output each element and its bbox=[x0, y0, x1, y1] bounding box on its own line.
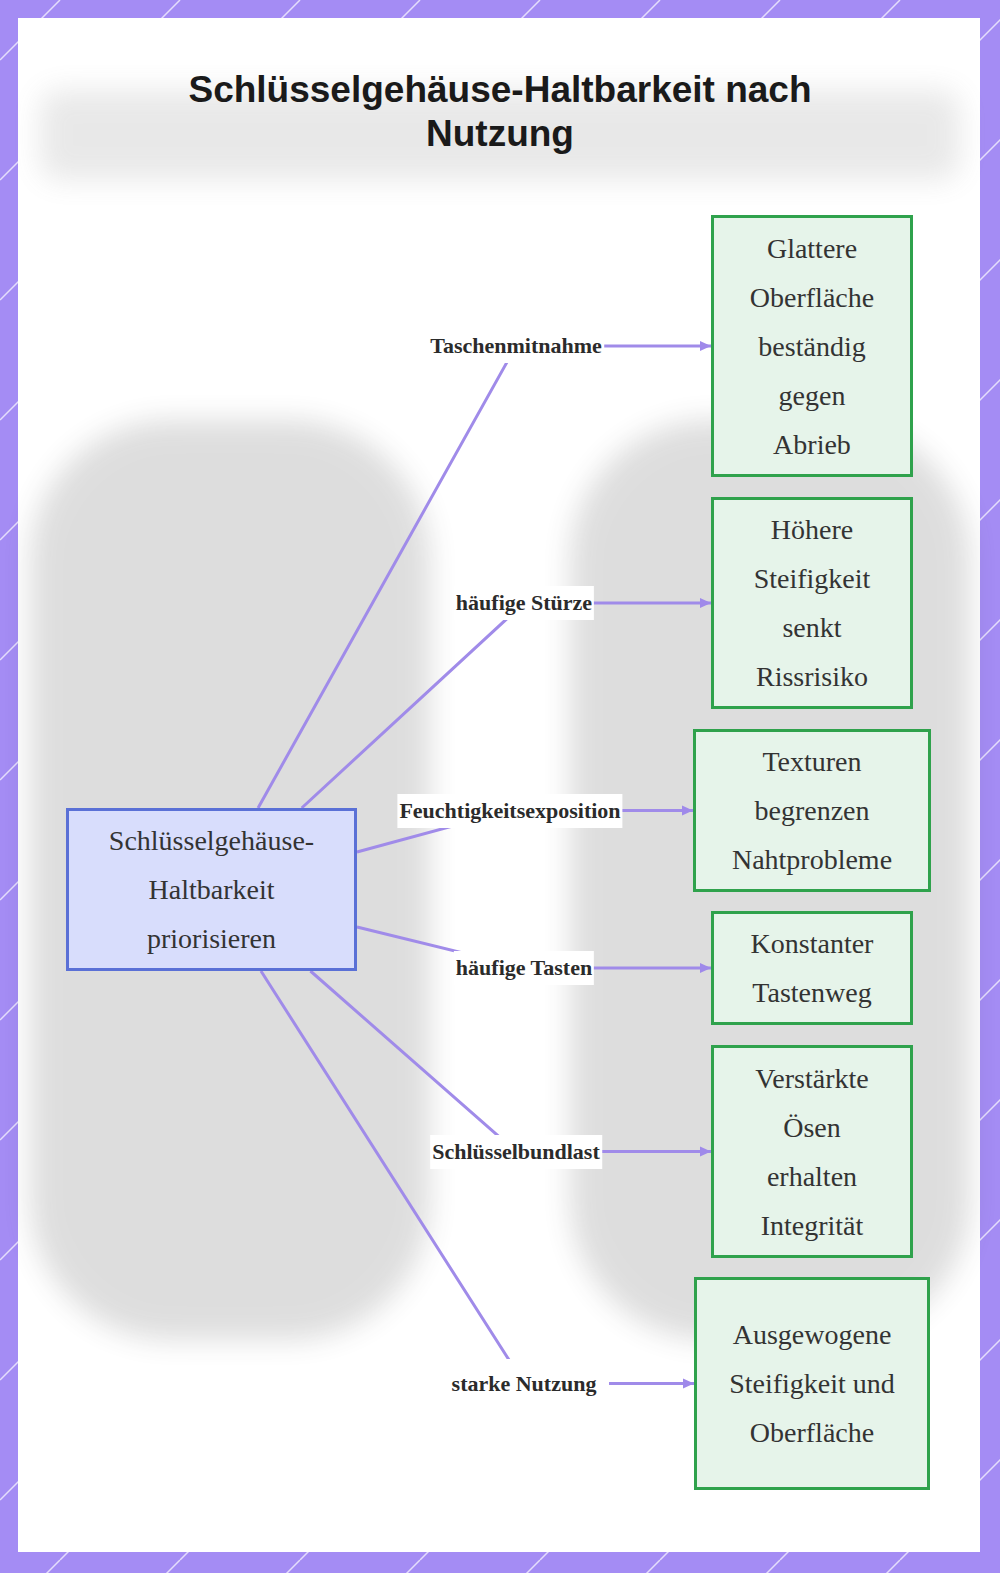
edge-label: häufige Stürze bbox=[454, 586, 594, 620]
node-text-group: Schlüsselgehäuse-Haltbarkeit priorisiere… bbox=[81, 816, 342, 963]
key-fob-shape bbox=[30, 420, 430, 1340]
node-text-group: Texturen begrenzen Nahtprobleme bbox=[720, 737, 904, 884]
edge-label: Feuchtigkeitsexposition bbox=[397, 794, 622, 828]
node-text-group: Verstärkte Ösen erhalten Integrität bbox=[738, 1054, 886, 1250]
node-text-group: Ausgewogene Steifigkeit und Oberfläche bbox=[721, 1310, 903, 1457]
outcome-box: Konstanter Tastenweg bbox=[711, 911, 913, 1025]
node-text: Schlüsselgehäuse-Haltbarkeit priorisiere… bbox=[81, 816, 342, 963]
canvas bbox=[18, 18, 980, 1552]
edge-label: häufige Tasten bbox=[454, 951, 594, 985]
node-text-group: Glattere Oberfläche beständig gegen Abri… bbox=[738, 224, 886, 469]
edge-label: Taschenmitnahme bbox=[428, 329, 604, 363]
node-text: Ausgewogene Steifigkeit und Oberfläche bbox=[721, 1310, 903, 1457]
node-text-group: Höhere Steifigkeit senkt Rissrisiko bbox=[738, 505, 886, 701]
node-text-group: Konstanter Tastenweg bbox=[738, 919, 886, 1017]
node-text: Glattere Oberfläche beständig gegen Abri… bbox=[738, 224, 886, 469]
diagram-title: Schlüsselgehäuse-Haltbarkeit nach Nutzun… bbox=[120, 68, 880, 156]
node-text: Verstärkte Ösen erhalten Integrität bbox=[738, 1054, 886, 1250]
outcome-box: Höhere Steifigkeit senkt Rissrisiko bbox=[711, 497, 913, 709]
outcome-box: Verstärkte Ösen erhalten Integrität bbox=[711, 1045, 913, 1258]
blurred-photo bbox=[30, 90, 970, 1340]
node-text: Konstanter Tastenweg bbox=[738, 919, 886, 1017]
node-text: Höhere Steifigkeit senkt Rissrisiko bbox=[738, 505, 886, 701]
connector-arrow bbox=[302, 603, 711, 808]
root-box: Schlüsselgehäuse-Haltbarkeit priorisiere… bbox=[66, 808, 357, 971]
outcome-box: Texturen begrenzen Nahtprobleme bbox=[693, 729, 931, 892]
connector-arrow bbox=[310, 971, 711, 1152]
outcome-box: Ausgewogene Steifigkeit und Oberfläche bbox=[694, 1277, 930, 1490]
outcome-box: Glattere Oberfläche beständig gegen Abri… bbox=[711, 215, 913, 477]
node-text: Texturen begrenzen Nahtprobleme bbox=[720, 737, 904, 884]
edge-label: Schlüsselbundlast bbox=[430, 1135, 602, 1169]
edge-label: starke Nutzung bbox=[439, 1359, 609, 1409]
connector-arrow bbox=[261, 971, 694, 1384]
key-fob-shape bbox=[570, 420, 970, 1340]
connector-arrow bbox=[258, 346, 711, 808]
